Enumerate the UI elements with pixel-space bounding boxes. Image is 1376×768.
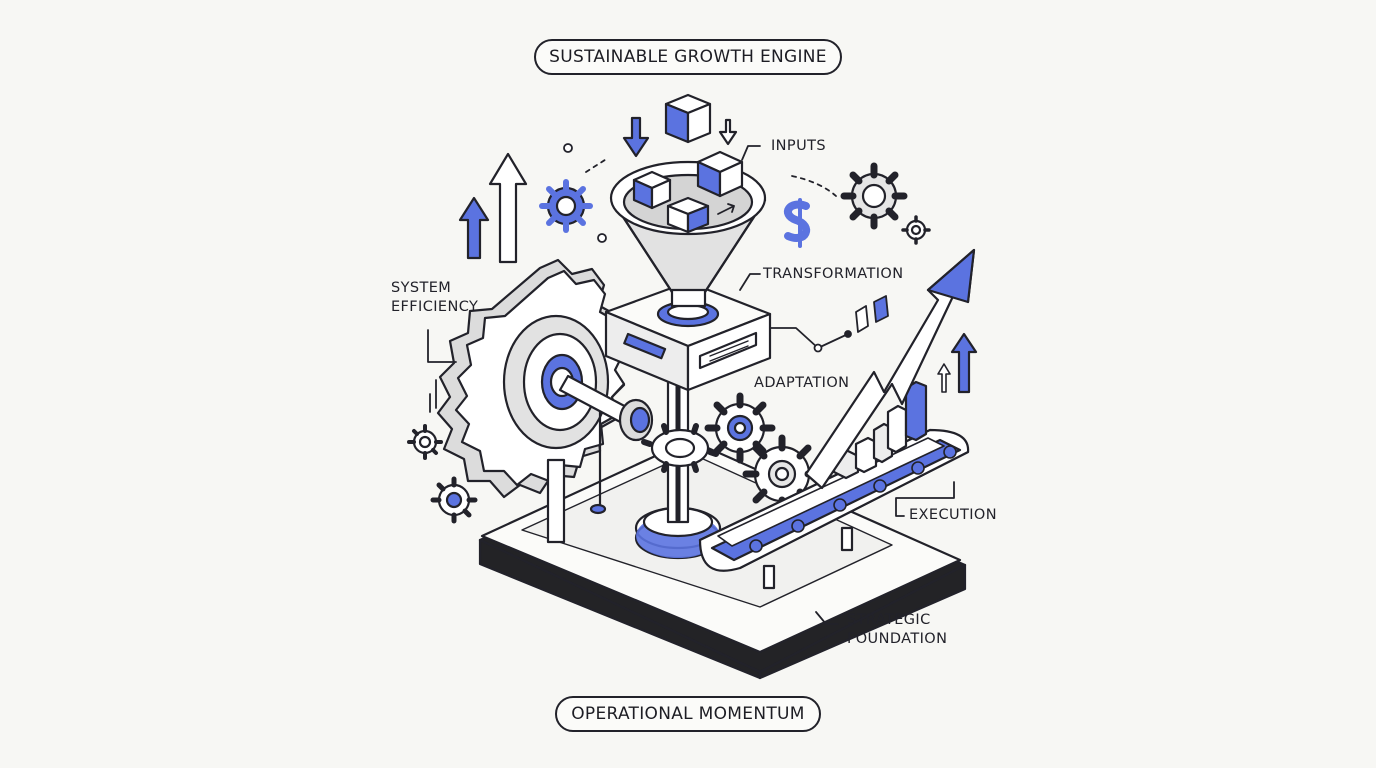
up-arrow-icon <box>937 363 951 393</box>
gear-icon <box>407 424 443 460</box>
down-arrow-icon <box>622 116 650 158</box>
label-adaptation: ADAPTATION <box>754 375 850 391</box>
gear-icon <box>641 423 719 473</box>
footer-badge: OPERATIONAL MOMENTUM <box>555 696 821 732</box>
leader-lines <box>427 145 955 625</box>
cube-icon <box>696 150 744 198</box>
bar-chart-icon <box>832 380 928 480</box>
gear-icon <box>840 162 908 230</box>
label-inputs: INPUTS <box>771 138 826 154</box>
label-line: FOUNDATION <box>847 631 948 647</box>
data-blocks <box>855 295 889 333</box>
up-arrow-icon <box>488 152 528 264</box>
label-execution: EXECUTION <box>909 507 997 523</box>
cube-icon <box>632 170 672 210</box>
up-arrow-icon <box>458 196 490 260</box>
central-column <box>634 377 722 560</box>
label-strategic-foundation: STRATEGIC FOUNDATION <box>847 611 947 649</box>
title-badge: SUSTAINABLE GROWTH ENGINE <box>534 39 842 75</box>
drive-shaft <box>558 374 654 442</box>
cube-icon <box>664 93 712 144</box>
up-arrow-icon <box>950 332 978 394</box>
label-system-efficiency: SYSTEM EFFICIENCY <box>391 279 478 317</box>
conveyor-icon <box>698 428 970 590</box>
label-transformation: TRANSFORMATION <box>763 266 904 282</box>
transformation-box <box>604 280 772 392</box>
cube-icon <box>666 196 710 234</box>
gear-icon <box>901 215 931 245</box>
label-line: EFFICIENCY <box>391 299 479 315</box>
gear-icon <box>539 179 593 233</box>
label-line: SYSTEM <box>391 280 452 296</box>
label-line: STRATEGIC <box>847 612 931 628</box>
down-arrow-icon <box>718 118 738 146</box>
decorative-marks <box>429 143 837 413</box>
input-cubes <box>632 93 744 234</box>
dollar-icon <box>783 198 811 248</box>
growth-arrow-icon <box>804 248 976 490</box>
gear-icon <box>430 476 478 524</box>
